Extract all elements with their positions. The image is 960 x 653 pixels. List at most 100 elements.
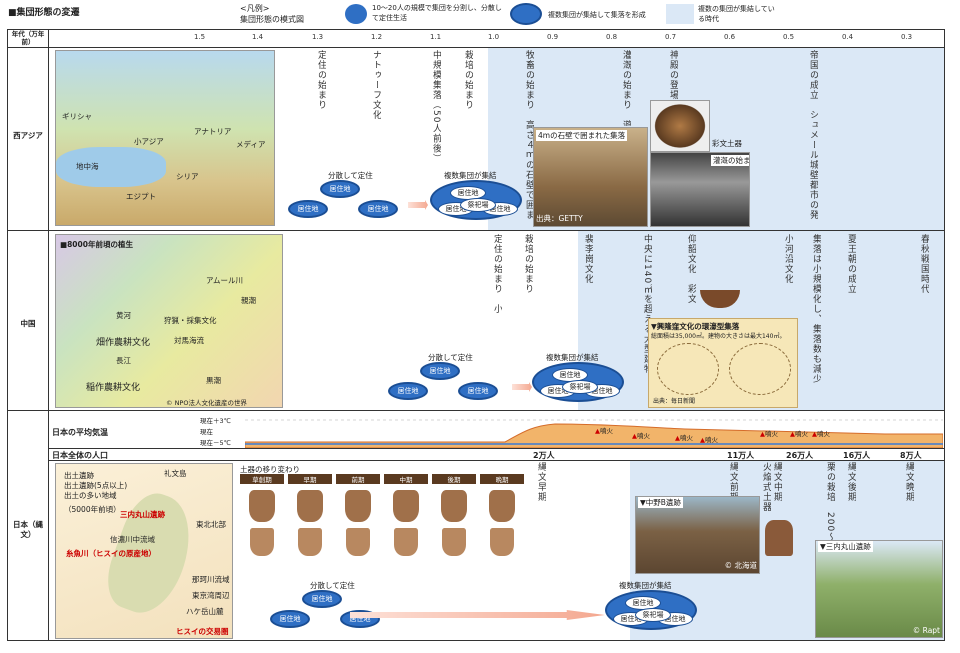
pottery-era-column: 後期	[432, 474, 476, 562]
pottery-era-label: 早期	[288, 474, 332, 484]
map-label: 対馬海流	[174, 335, 204, 346]
era-tick: 1.4	[252, 33, 263, 41]
pottery-chart: 土器の移り変わり 草創期早期前期中期後期晩期	[238, 464, 528, 579]
legend-item1: 10～20人の規模で集団を分割し、分散して定住生活	[372, 3, 502, 23]
eruption-marker: ▲噴火	[760, 428, 778, 438]
wa-text: 神殿の登場 大型墓地	[654, 50, 678, 100]
photo-irrigation: 灌漑の始まり	[650, 152, 750, 227]
wa-text: 定住の始まり	[315, 50, 326, 120]
wa-text: 灌漑の始まり 遊牧の始まり 彩文土器の登場	[595, 50, 631, 126]
pottery-era-label: 中期	[384, 474, 428, 484]
map-label: 礼文島	[164, 468, 187, 479]
era-tick: 0.8	[606, 33, 617, 41]
cn-text: 裴李崗文化	[582, 234, 593, 294]
map-label: 親潮	[241, 295, 256, 306]
legend-small-group-icon	[345, 4, 367, 24]
eruption-label: 噴火	[600, 427, 613, 435]
map-label: 那珂川流域	[192, 574, 230, 585]
cn-text: 小河沿文化	[782, 234, 793, 294]
photo-label: ▼三内丸山遺跡	[818, 541, 873, 552]
pottery-vessel-icon	[394, 528, 418, 556]
page-title: ■集団形態の変遷	[8, 5, 80, 18]
era-tick: 1.3	[312, 33, 323, 41]
settlement-ellipse: 居住地	[358, 200, 398, 218]
cn-text: 定住の始まり 小集落散在	[478, 234, 502, 314]
map-sea	[56, 147, 166, 187]
jp-text: 縄文早期	[535, 462, 546, 512]
era-tick: 1.2	[371, 33, 382, 41]
era-tick: 0.6	[724, 33, 735, 41]
row-label-west-asia: 西アジア	[9, 130, 47, 141]
eruption-marker: ▲噴火	[790, 428, 808, 438]
cn-text: 栽培の始まり	[522, 234, 533, 294]
jp-text: 縄文晩期	[903, 462, 914, 512]
eruption-marker: ▲噴火	[595, 425, 613, 435]
photo-sannai-maruyama: ▼三内丸山遺跡 © Rapt	[815, 540, 943, 638]
pottery-era-label: 前期	[336, 474, 380, 484]
map-label: 畑作農耕文化	[96, 335, 150, 348]
climate-level: 現在	[200, 426, 213, 436]
eruption-label: 噴火	[817, 430, 830, 438]
wa-text: 栽培の始まり	[462, 50, 473, 120]
jp-text: 縄文後期	[845, 462, 856, 512]
era-header-row	[7, 29, 945, 48]
era-tick: 0.5	[783, 33, 794, 41]
map-label: 狩猟・採集文化	[164, 315, 217, 326]
era-tick: 0.9	[547, 33, 558, 41]
era-tick: 1.5	[194, 33, 205, 41]
pottery-era-column: 草創期	[240, 474, 284, 562]
map-label: ハケ岳山麓	[186, 606, 224, 617]
settlement-ellipse: 居住地	[288, 200, 328, 218]
photo-credit: © 北海道	[725, 560, 757, 571]
pottery-era-label: 草創期	[240, 474, 284, 484]
jp-text: 火焔式土器	[760, 462, 771, 512]
era-tick: 0.4	[842, 33, 853, 41]
pottery-vessel-icon	[490, 528, 514, 556]
era-tick: 0.3	[901, 33, 912, 41]
legend-period-swatch	[666, 4, 694, 24]
photo-nakano-b-site: ▼中野B遺跡 © 北海道	[635, 496, 760, 574]
jp-text: 縄文中期	[771, 462, 782, 512]
gathered-group: 居住地居住地居住地祭祀場	[430, 180, 522, 220]
map-label: 三内丸山遺跡	[120, 509, 165, 520]
row-label-japan: 日本（縄文）	[9, 520, 47, 540]
pottery-vessel-icon	[442, 528, 466, 556]
cn-text: 夏王朝の成立	[845, 234, 856, 294]
row-label-china: 中国	[9, 318, 47, 329]
plan-panel: ▼興隆窪文化の環濠型集落 総面積は35,000㎡。建物の大きさは最大140㎡。 …	[648, 318, 798, 408]
wa-text: 中規模集落（50人前後）	[430, 50, 441, 160]
pottery-era-column: 中期	[384, 474, 428, 562]
map-label: アナトリア	[194, 126, 231, 137]
cn-text: 集落は小規模化し、集落数も減少	[795, 234, 821, 384]
pottery-vessel-icon	[250, 528, 274, 556]
climate-title: 日本の平均気温	[52, 427, 108, 438]
plan-circle	[657, 343, 719, 395]
legend-subheading: 集団形態の模式図	[240, 14, 304, 25]
map-label: 東京湾周辺	[192, 590, 230, 601]
eruption-marker: ▲噴火	[812, 428, 830, 438]
map-label: 信濃川中流域	[110, 534, 155, 545]
pottery-vessel-icon	[441, 490, 467, 522]
gathered-group: 居住地居住地居住地祭祀場	[532, 362, 624, 402]
eruption-label: 噴火	[795, 430, 808, 438]
map-label: 稲作農耕文化	[86, 380, 140, 393]
inner-site: 祭祀場	[460, 198, 496, 212]
climate-chart	[245, 412, 943, 448]
era-tick: 1.0	[488, 33, 499, 41]
map-label: 糸魚川（ヒスイの原産地）	[66, 548, 156, 559]
settlement-ellipse: 居住地	[302, 590, 342, 608]
settlement-ellipse: 居住地	[388, 382, 428, 400]
settlement-ellipse: 居住地	[270, 610, 310, 628]
map-label: 地中海	[76, 161, 99, 172]
row-divider	[7, 410, 945, 411]
photo-painted-pottery	[650, 100, 710, 152]
map-label: 黄河	[116, 310, 131, 321]
inner-site: 祭祀場	[562, 380, 598, 394]
cn-text: 春秋戦国時代	[918, 234, 929, 304]
legend-item3: 複数の集団が集結している時代	[698, 4, 778, 24]
pottery-era-column: 晩期	[480, 474, 524, 562]
eruption-label: 噴火	[705, 436, 718, 444]
map-legend: 出土の多い地域	[64, 490, 117, 501]
map-label: 東北北部	[196, 519, 226, 530]
pottery-vessel-icon	[345, 490, 371, 522]
